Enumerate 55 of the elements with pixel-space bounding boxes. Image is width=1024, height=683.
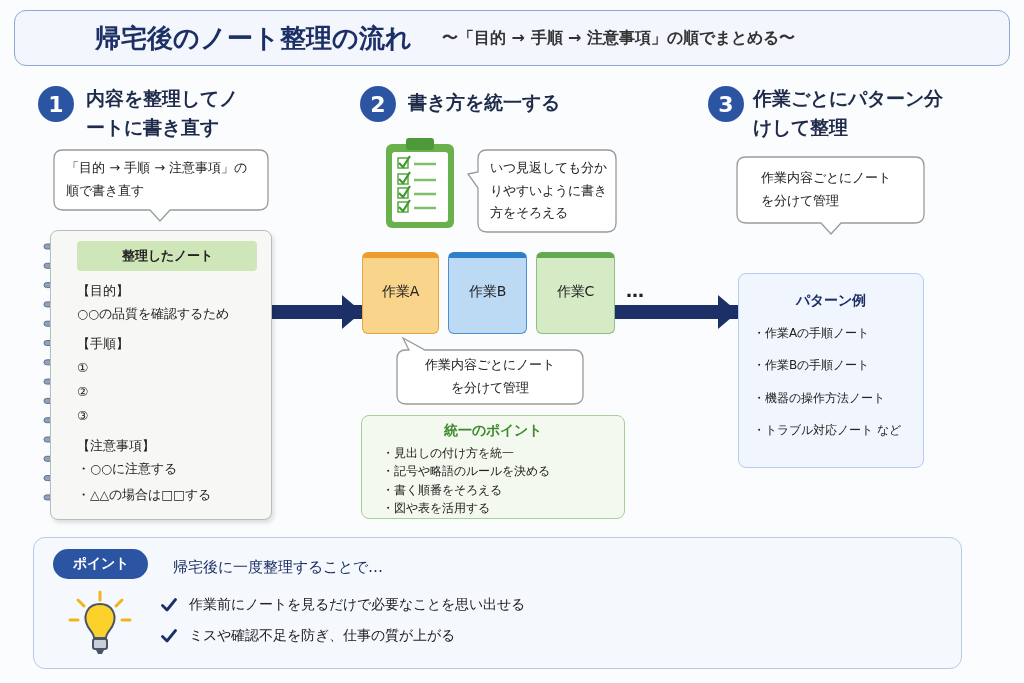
check-item: ミスや確認不足を防ぎ、仕事の質が上がる [189, 627, 455, 645]
check-item: 作業前にノートを見るだけで必要なことを思い出せる [189, 596, 525, 614]
summary-panel [33, 537, 962, 669]
bubble-text: 作業内容ごとにノートを分けて管理 [424, 356, 556, 397]
folder-label: 作業A [381, 282, 420, 301]
note-line: 【注意事項】 [77, 438, 156, 453]
note-line: ・△△の場合は□□する [77, 487, 212, 502]
list-item: ・図や表を活用する [382, 501, 491, 516]
note-line: ・○○に注意する [77, 461, 178, 476]
step-number: 1 [38, 86, 74, 122]
panel-heading: 帰宅後に一度整理することで… [173, 558, 383, 577]
note-line: ○○の品質を確認するため [77, 306, 230, 321]
subtitle: 〜「目的 → 手順 → 注意事項」の順でまとめる〜 [442, 27, 796, 49]
notebook-page [50, 230, 272, 520]
note-heading: 整理したノート [77, 241, 257, 271]
speech-bubble [397, 338, 583, 404]
note-line: 【手順】 [77, 336, 130, 351]
list-item: ・記号や略語のルールを決める [382, 464, 551, 479]
box-heading: パターン例 [794, 292, 867, 310]
title: 帰宅後のノート整理の流れ [95, 21, 412, 55]
box-heading: 統一のポイント [443, 422, 543, 440]
tag-text: ポイント [72, 555, 129, 573]
step-heading: 内容を整理してノートに書き直す [86, 86, 239, 140]
list-item: ・作業Bの手順ノート [753, 358, 871, 373]
bubble-text: 「目的 → 手順 → 注意事項」の順で書き直す [65, 159, 249, 200]
folder [536, 252, 615, 334]
folder-label: 作業C [556, 282, 595, 301]
bubble-text: いつ見返しても分かりやすいように書き方をそろえる [489, 158, 608, 223]
speech-bubble [737, 157, 924, 235]
step-number: 2 [360, 86, 396, 122]
block-arrow [272, 295, 362, 329]
step-number: 3 [708, 86, 744, 122]
list-item: ・見出しの付け方を統一 [382, 446, 515, 461]
step-heading: 書き方を統一する [408, 90, 561, 115]
folder-label: 作業B [468, 282, 507, 301]
list-item: ・書く順番をそろえる [382, 482, 503, 498]
title-banner [14, 10, 1010, 66]
ellipsis: … [626, 280, 644, 301]
note-line: ③ [77, 408, 90, 423]
step-heading: 作業ごとにパターン分けして整理 [753, 86, 944, 140]
list-item: ・トラブル対応ノート など [753, 423, 902, 438]
speech-bubble [468, 150, 616, 232]
list-item: ・機器の操作方法ノート [753, 390, 886, 406]
points-box [361, 415, 625, 519]
bubble-text: 作業内容ごとにノートを分けて管理 [760, 169, 892, 210]
block-arrow [615, 295, 738, 329]
note-line: 【目的】 [77, 283, 130, 298]
note-line: ① [77, 360, 90, 375]
pattern-box [738, 273, 924, 468]
folder [448, 252, 527, 334]
point-tag [53, 549, 148, 579]
folder [362, 252, 439, 334]
list-item: ・作業Aの手順ノート [753, 326, 871, 341]
note-line: ② [77, 384, 90, 399]
speech-bubble [54, 150, 268, 222]
